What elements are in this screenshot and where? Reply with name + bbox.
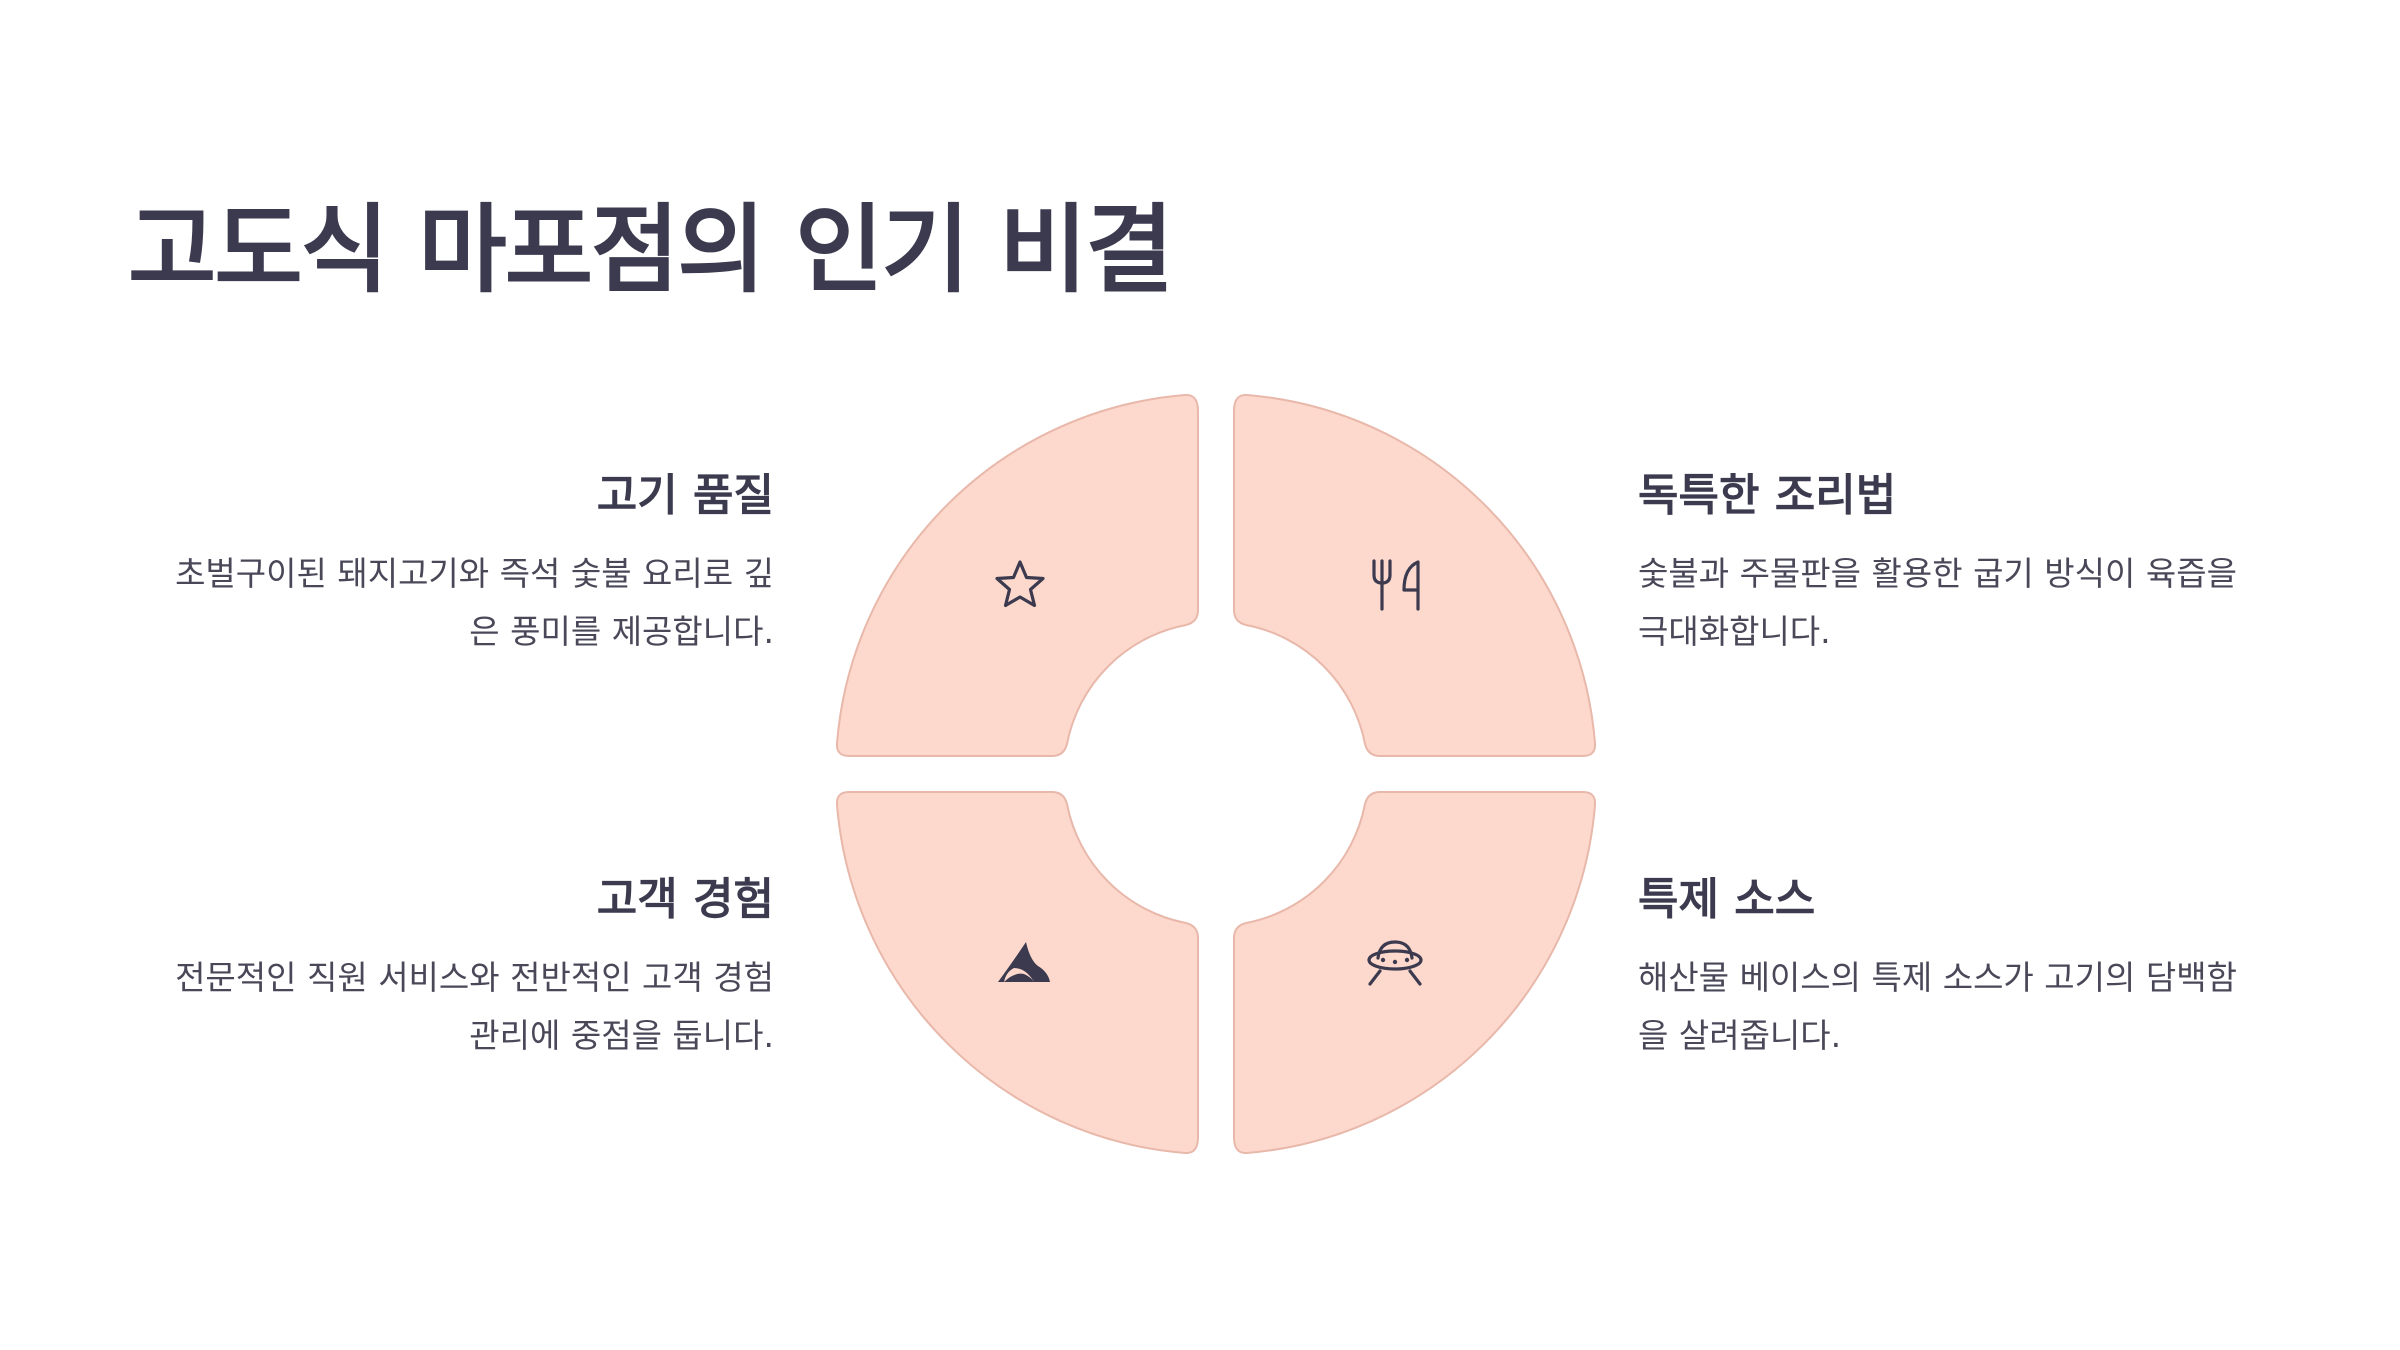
section-heading: 특제 소스 (1638, 874, 1816, 925)
section-bottom-left: 고객 경험 전문적인 직원 서비스와 전반적인 고객 경험 관리에 중점을 둡니… (114, 874, 774, 1065)
section-description: 숯불과 주물판을 활용한 굽기 방식이 육즙을 극대화합니다. (1638, 545, 2298, 661)
section-description: 초벌구이된 돼지고기와 즉석 숯불 요리로 깊 은 풍미를 제공합니다. (114, 545, 774, 661)
description-line: 숯불과 주물판을 활용한 굽기 방식이 육즙을 (1638, 553, 2237, 593)
quadrant-top-right (1233, 393, 1597, 757)
star-icon (995, 560, 1045, 608)
ufo-icon (1367, 940, 1423, 986)
description-line: 은 풍미를 제공합니다. (469, 611, 774, 651)
description-line: 을 살려줍니다. (1638, 1015, 1842, 1055)
description-line: 극대화합니다. (1638, 611, 1831, 651)
description-line: 관리에 중점을 둡니다. (469, 1015, 774, 1055)
slide-title: 고도식 마포점의 인기 비결 (128, 194, 1174, 306)
section-description: 전문적인 직원 서비스와 전반적인 고객 경험 관리에 중점을 둡니다. (114, 949, 774, 1065)
quadrant-top-left (835, 393, 1199, 757)
description-line: 초벌구이된 돼지고기와 즉석 숯불 요리로 깊 (175, 553, 774, 593)
description-line: 해산물 베이스의 특제 소스가 고기의 담백함 (1638, 957, 2237, 997)
section-heading: 독특한 조리법 (1638, 470, 1897, 521)
description-line: 전문적인 직원 서비스와 전반적인 고객 경험 (175, 957, 774, 997)
section-bottom-right: 특제 소스 해산물 베이스의 특제 소스가 고기의 담백함 을 살려줍니다. (1638, 874, 2298, 1065)
section-heading: 고객 경험 (596, 874, 774, 925)
section-description: 해산물 베이스의 특제 소스가 고기의 담백함 을 살려줍니다. (1638, 949, 2298, 1065)
section-top-right: 독특한 조리법 숯불과 주물판을 활용한 굽기 방식이 육즙을 극대화합니다. (1638, 470, 2298, 661)
fork-knife-icon (1372, 559, 1420, 611)
shark-fin-icon (998, 942, 1050, 982)
quadrant-bottom-right (1233, 791, 1597, 1155)
section-heading: 고기 품질 (596, 470, 774, 521)
section-top-left: 고기 품질 초벌구이된 돼지고기와 즉석 숯불 요리로 깊 은 풍미를 제공합니… (114, 470, 774, 661)
quadrant-bottom-left (835, 791, 1199, 1155)
